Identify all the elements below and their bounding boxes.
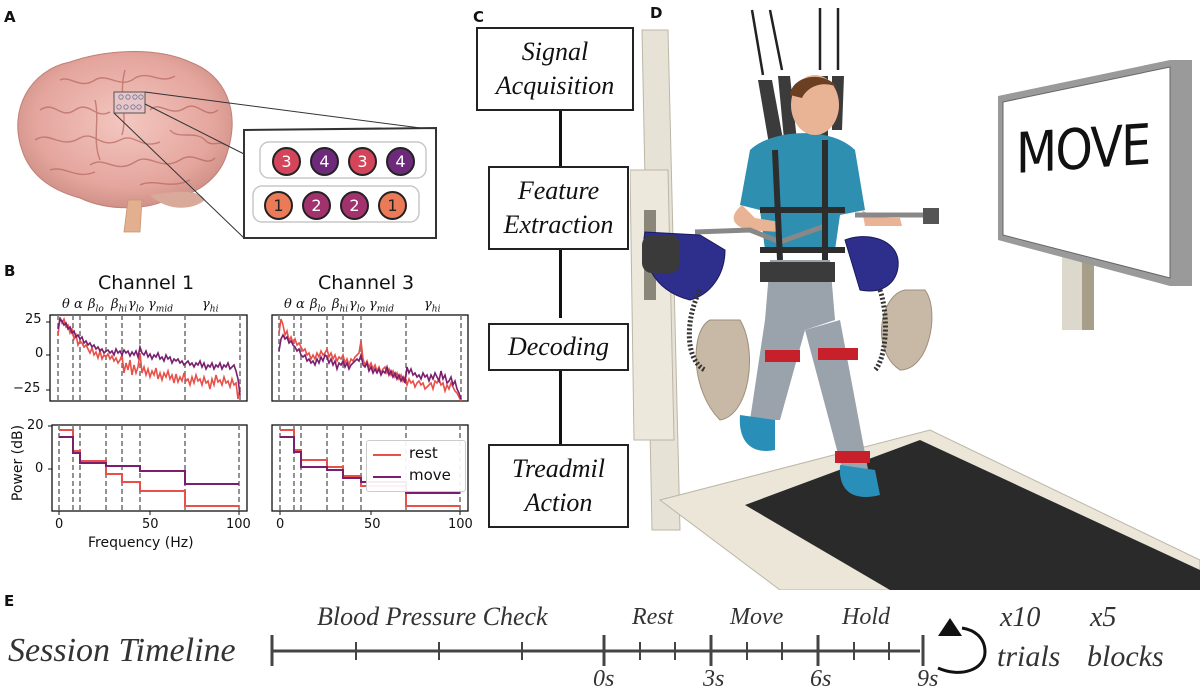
- band-label-theta: θ: [62, 297, 70, 312]
- ytick-25: 25: [25, 312, 42, 327]
- flow-step-line2: Acquisition: [495, 71, 615, 100]
- electrode-channel-2: 2: [340, 191, 369, 220]
- phase-label-hold: Hold: [842, 604, 890, 630]
- flow-step-treadmil-action: Treadmil Action: [488, 444, 629, 528]
- blocks-count: x5: [1090, 602, 1117, 633]
- band-label-alpha: α: [296, 297, 305, 312]
- flow-step-line1: Signal: [521, 37, 589, 66]
- electrode-channel-4: 4: [386, 147, 415, 176]
- xtick-0: 0: [55, 517, 64, 532]
- flow-connector: [559, 243, 562, 318]
- flow-step-feature-extraction: Feature Extraction: [488, 166, 629, 250]
- monitor-screen-icon: [998, 60, 1192, 330]
- electrode-channel-3: 3: [348, 147, 377, 176]
- flow-step-line2: Action: [524, 488, 593, 517]
- band-label-gamma-hi: γhi: [202, 297, 219, 315]
- panel-b-spectra: Channel 1 Channel 3 θ α βlo βhi γlo γmid…: [0, 255, 480, 565]
- band-label-gamma-mid: γmid: [369, 297, 394, 315]
- electrode-channel-1: 1: [378, 191, 407, 220]
- x-axis-label: Frequency (Hz): [88, 535, 194, 551]
- trials-count: x10: [1000, 602, 1041, 633]
- ytick-neg25: −25: [13, 381, 41, 396]
- band-label-gamma-lo: γlo: [349, 297, 366, 315]
- electrode-channel-4: 4: [310, 147, 339, 176]
- treadmill-exoskeleton-illustration-icon: [629, 8, 1200, 591]
- ytick-0: 0: [35, 346, 44, 361]
- time-label-3s: 3s: [703, 666, 725, 692]
- chart-channel-3-psd: [271, 314, 469, 402]
- band-label-gamma-hi: γhi: [424, 297, 441, 315]
- phase-label-blood-pressure-check: Blood Pressure Check: [317, 602, 548, 631]
- flow-step-line2: Extraction: [503, 210, 614, 239]
- chart-legend: rest move: [366, 440, 466, 492]
- band-label-beta-hi: βhi: [111, 297, 128, 315]
- flow-step-signal-acquisition: Signal Acquisition: [476, 27, 634, 111]
- blocks-label: blocks: [1087, 640, 1164, 673]
- time-label-9s: 9s: [917, 666, 939, 692]
- ytick-20: 20: [27, 418, 44, 433]
- electrode-channel-3: 3: [272, 147, 301, 176]
- band-label-alpha: α: [74, 297, 83, 312]
- timeline-title: Session Timeline: [8, 632, 236, 669]
- spectra-plots: [46, 314, 469, 515]
- panel-label-d: D: [650, 4, 663, 22]
- xtick-100: 100: [226, 517, 251, 532]
- legend-swatch-move: [373, 476, 401, 478]
- chart-title-channel-3: Channel 3: [318, 272, 415, 294]
- panel-label-a: A: [4, 8, 16, 26]
- electrode-channel-2: 2: [302, 191, 331, 220]
- panel-label-b: B: [4, 262, 16, 280]
- electrode-channel-1: 1: [264, 191, 293, 220]
- flow-step-decoding: Decoding: [488, 323, 629, 371]
- move-cue-text: MOVE: [1016, 112, 1150, 187]
- panel-label-e: E: [4, 592, 15, 610]
- chart-title-channel-1: Channel 1: [98, 272, 195, 294]
- band-label-gamma-mid: γmid: [148, 297, 173, 315]
- time-label-6s: 6s: [810, 666, 832, 692]
- phase-label-move: Move: [730, 604, 784, 630]
- band-label-gamma-lo: γlo: [128, 297, 145, 315]
- xtick-50: 50: [142, 517, 159, 532]
- ytick-0: 0: [35, 461, 44, 476]
- band-label-beta-hi: βhi: [332, 297, 349, 315]
- xtick-50: 50: [364, 517, 381, 532]
- timeline-trial-ticks: [604, 635, 925, 666]
- legend-label-move: move: [409, 466, 451, 484]
- flow-connector: [559, 369, 562, 446]
- flow-step-line1: Feature: [517, 176, 600, 205]
- panel-label-c: C: [473, 8, 485, 26]
- time-label-0s: 0s: [593, 666, 615, 692]
- flow-step-line1: Decoding: [507, 332, 610, 361]
- panel-a-brain: 3 4 3 4 1 2 2 1: [0, 0, 460, 250]
- panel-e-session-timeline: Session Timeline Blood Pressure Check Re…: [0, 590, 1200, 694]
- legend-swatch-rest: [373, 454, 401, 456]
- xtick-0: 0: [276, 517, 285, 532]
- legend-label-rest: rest: [409, 444, 438, 462]
- xtick-100: 100: [448, 517, 473, 532]
- band-label-beta-lo: βlo: [310, 297, 326, 315]
- panel-d-treadmill-illustration: [629, 0, 1200, 591]
- flow-connector: [559, 110, 562, 168]
- phase-label-rest: Rest: [632, 604, 674, 630]
- band-label-beta-lo: βlo: [88, 297, 104, 315]
- flow-step-line1: Treadmil: [512, 454, 605, 483]
- move-display-sign: MOVE: [970, 60, 1200, 330]
- trials-label: trials: [997, 640, 1061, 673]
- chart-channel-1-band-power: [48, 424, 248, 515]
- chart-channel-1-psd: [46, 314, 248, 402]
- chart-channel-3-band-power: [271, 424, 469, 515]
- band-label-theta: θ: [284, 297, 292, 312]
